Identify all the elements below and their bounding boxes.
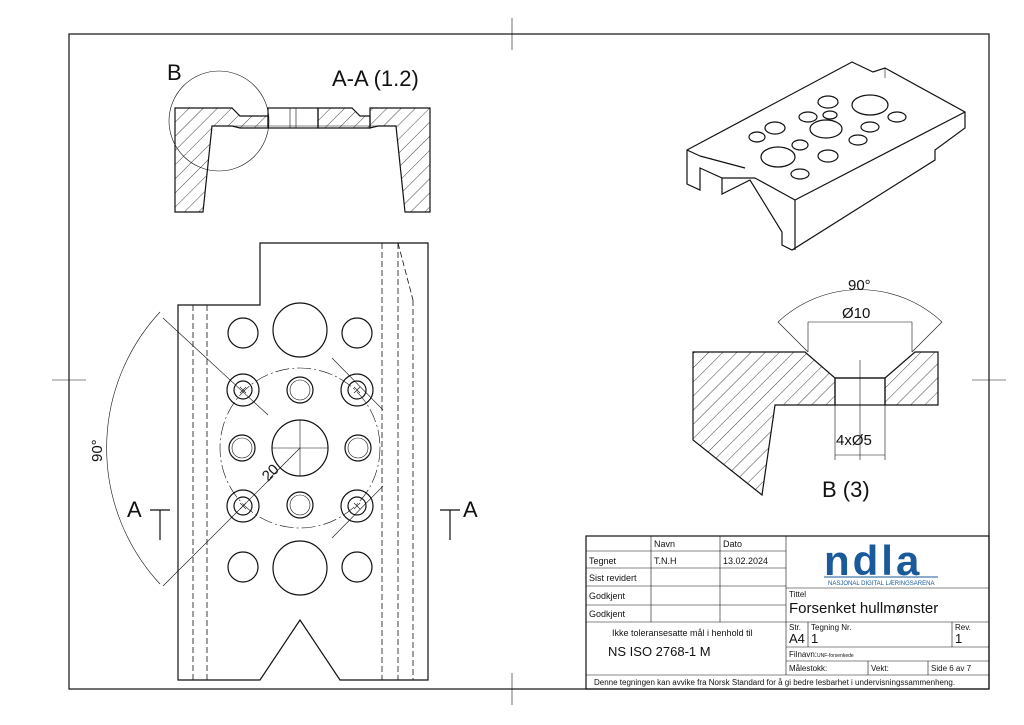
section-title: A-A (1.2) [332, 66, 419, 91]
logo-subtitle: NASJONAL DIGITAL LÆRINGSARENA [828, 581, 934, 587]
front-radius-label: 20 [259, 461, 283, 485]
filename-value: UNF-forsenkede [817, 653, 854, 659]
front-view: 90° 20 A A [89, 242, 478, 681]
row-name-drawn: T.N.H [654, 556, 677, 566]
page-info: Side 6 av 7 [931, 664, 972, 673]
row-label-drawn: Tegnet [589, 556, 617, 566]
section-marker-right: A [463, 497, 478, 522]
rev-value: 1 [955, 631, 962, 646]
rev-label: Rev. [955, 623, 971, 632]
detail-hole-dim: 4xØ5 [836, 432, 872, 449]
isometric-view [686, 61, 966, 251]
row-label-approved-2: Godkjent [589, 609, 626, 619]
row-date-drawn: 13.02.2024 [723, 556, 768, 566]
section-view-aa: B A-A (1.2) [167, 60, 431, 213]
detail-angle-label: 90° [848, 277, 871, 294]
size-value: A4 [789, 631, 805, 646]
filename-label: Filnavn: [789, 650, 817, 659]
row-label-revised: Sist revidert [589, 573, 637, 583]
title-label: Tittel [789, 590, 806, 599]
drawing-frame [68, 33, 990, 690]
title-block: Navn Dato Tegnet T.N.H 13.02.2024 Sist r… [585, 535, 990, 690]
logo: ndla [824, 537, 922, 584]
front-angle-label: 90° [89, 439, 106, 462]
centering-marks [52, 18, 1006, 705]
col-header-name: Navn [654, 539, 675, 549]
detail-view-b: 90° Ø10 4xØ5 B (3) [692, 277, 943, 502]
detail-b-circle [168, 70, 270, 172]
weight-label: Vekt: [871, 664, 889, 673]
row-label-approved-1: Godkjent [589, 591, 626, 601]
detail-marker-b: B [167, 60, 182, 85]
drawing-no-value: 1 [811, 631, 818, 646]
col-header-date: Dato [723, 539, 742, 549]
footer-note: Denne tegningen kan avvike fra Norsk Sta… [594, 678, 955, 687]
drawing-title: Forsenket hullmønster [789, 600, 938, 617]
detail-title: B (3) [822, 477, 870, 502]
drawing-no-label: Tegning Nr. [811, 623, 851, 632]
tolerance-note: Ikke toleransesatte mål i henhold til [612, 628, 753, 638]
section-marker-left: A [127, 497, 142, 522]
tolerance-standard: NS ISO 2768-1 M [608, 644, 711, 659]
size-label: Str. [789, 623, 801, 632]
scale-label: Målestokk: [789, 664, 827, 673]
detail-countersink-dim: Ø10 [842, 305, 870, 322]
